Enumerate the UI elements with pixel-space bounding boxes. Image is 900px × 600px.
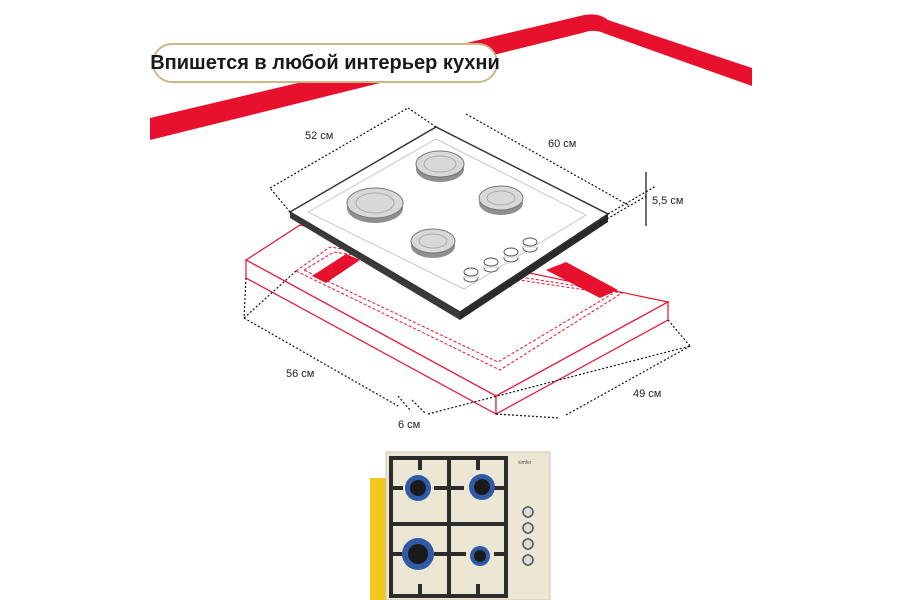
cast-iron-grate [389, 456, 508, 598]
burner-front-right [478, 185, 524, 215]
dim-cutout-width-label: 56 см [286, 368, 315, 380]
dim-gap-label: 6 см [398, 419, 421, 431]
brand-logo: simfer [518, 460, 532, 466]
dim-width-label: 60 см [548, 138, 577, 150]
control-knobs [522, 506, 534, 566]
hob-knobs [463, 237, 538, 283]
hob-unit [288, 126, 610, 320]
dim-depth-label: 52 см [305, 130, 334, 142]
burner-rear-left [346, 187, 404, 223]
burner-front-left [410, 228, 456, 258]
gas-burners [402, 474, 495, 570]
cutout-outline [295, 246, 624, 371]
cutout-edge-right [546, 262, 618, 298]
dimension-lines [243, 107, 691, 419]
cutout-edge-left [312, 254, 360, 283]
dim-cutout-depth-label: 49 см [633, 388, 662, 400]
page-title: Впишется в любой интерьер кухни [150, 43, 500, 83]
burner-rear-right [415, 150, 465, 182]
dim-height-label: 5,5 см [652, 195, 684, 207]
